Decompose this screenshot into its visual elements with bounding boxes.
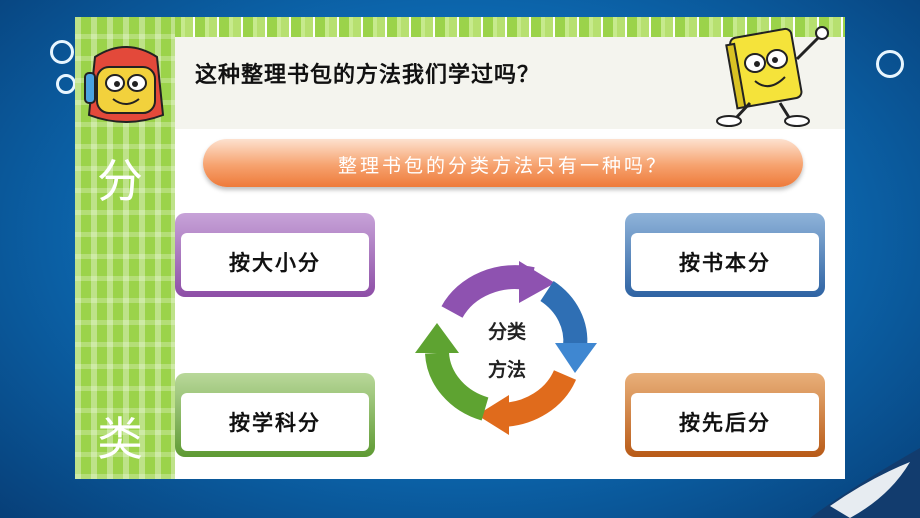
cycle-center-line2: 方法	[487, 359, 526, 381]
schoolbag-mascot-icon	[84, 46, 165, 123]
question-banner: 整理书包的分类方法只有一种吗？	[203, 139, 803, 187]
cycle-arrow-green	[425, 351, 489, 421]
cycle-center-line1: 分类	[487, 321, 526, 343]
side-label-bottom: 类	[97, 412, 143, 466]
banner-text: 整理书包的分类方法只有一种吗？	[337, 155, 668, 177]
decor-ring-right	[876, 50, 904, 78]
method-label-subject: 按学科分	[229, 410, 321, 435]
method-label-size: 按大小分	[229, 250, 321, 275]
method-box-subject: 按学科分	[175, 373, 375, 457]
book-mascot-icon	[716, 26, 829, 127]
decor-ring-left	[50, 40, 74, 64]
cycle-arrowhead-orange	[477, 395, 509, 435]
method-label-book: 按书本分	[679, 250, 771, 275]
decor-ring-left-2	[56, 74, 76, 94]
cycle-arrowhead-green	[415, 323, 459, 353]
method-box-book: 按书本分	[625, 213, 825, 297]
method-box-size: 按大小分	[175, 213, 375, 297]
cycle-arrowhead-blue	[555, 343, 597, 373]
cycle-arrow-orange	[501, 369, 577, 427]
method-box-order: 按先后分	[625, 373, 825, 457]
top-stripes	[75, 17, 845, 37]
cycle-diagram	[415, 261, 597, 435]
page-curl-corner	[810, 448, 920, 518]
slide: 这种整理书包的方法我们学过吗？ 分 类 整理书包的分类方法只有一种吗？ 按大小分…	[75, 17, 845, 479]
page-title: 这种整理书包的方法我们学过吗？	[195, 62, 541, 88]
cycle-arrow-blue	[540, 280, 588, 349]
side-label-top: 分	[97, 154, 143, 208]
cycle-arrowhead-purple	[519, 261, 555, 303]
method-label-order: 按先后分	[679, 410, 771, 435]
